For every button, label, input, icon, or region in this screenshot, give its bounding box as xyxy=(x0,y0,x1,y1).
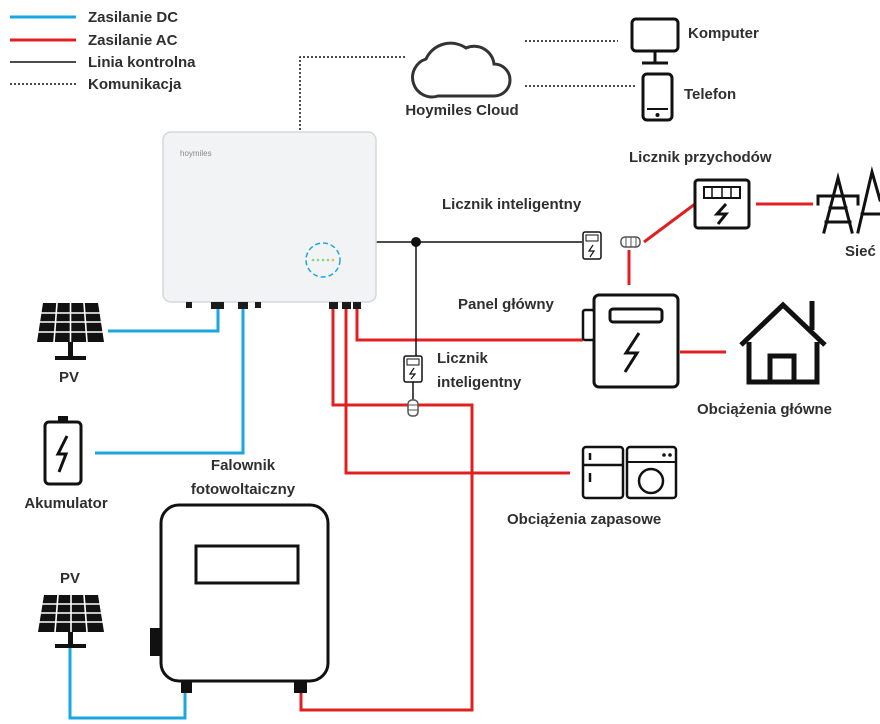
pv-inverter-label-2: fotowoltaiczny xyxy=(191,481,296,498)
pv-top-icon xyxy=(37,302,104,360)
dc-line-pv-bottom xyxy=(68,647,187,720)
smart-meter-mid-label-2: inteligentny xyxy=(437,374,522,391)
computer-icon xyxy=(630,17,680,65)
hybrid-inverter-brand: hoymiles xyxy=(180,149,212,158)
grid-tower-icon xyxy=(816,166,880,234)
revenue-meter-label: Licznik przychodów xyxy=(629,149,772,166)
pv-inverter[interactable] xyxy=(150,503,330,693)
ct-clamp-top-icon xyxy=(620,236,641,248)
legend-dc-label: Zasilanie DC xyxy=(88,9,178,26)
legend-comm-label: Komunikacja xyxy=(88,76,182,93)
junction-dot xyxy=(411,237,421,247)
revenue-meter-icon xyxy=(693,178,751,230)
ac-line-pvinv-to-grid xyxy=(299,305,474,712)
smart-meter-top-label: Licznik inteligentny xyxy=(442,196,582,213)
legend-ac-label: Zasilanie AC xyxy=(88,32,178,49)
ac-lines xyxy=(299,202,813,712)
status-indicator-ring xyxy=(305,242,341,278)
comm-lines xyxy=(299,40,635,130)
pv-inverter-label-1: Falownik xyxy=(211,457,276,474)
hybrid-inverter-connectors xyxy=(186,302,361,309)
control-lines xyxy=(376,241,582,400)
comm-line-hybrid-cloud xyxy=(299,56,405,130)
phone-icon xyxy=(641,72,674,122)
fridge-icon xyxy=(581,445,625,500)
main-loads-label: Obciążenia główne xyxy=(697,401,832,418)
smart-meter-mid-icon xyxy=(403,355,423,383)
pv-bottom-icon xyxy=(38,594,104,648)
legend: Zasilanie DC Zasilanie AC Linia kontroln… xyxy=(10,9,196,93)
ac-line-backup xyxy=(344,305,570,475)
washing-machine-icon xyxy=(625,445,678,500)
smart-meter-top-icon xyxy=(582,231,602,260)
ac-line-hybrid-to-panel xyxy=(355,302,583,342)
legend-control-label: Linia kontrolna xyxy=(88,54,196,71)
cloud-label: Hoymiles Cloud xyxy=(405,102,518,119)
battery-label: Akumulator xyxy=(24,495,108,512)
house-icon xyxy=(739,301,827,385)
dc-line-battery xyxy=(95,305,245,455)
pv-bottom-label: PV xyxy=(60,570,80,587)
dc-line-pv-top xyxy=(108,305,220,333)
main-panel-icon xyxy=(581,293,680,389)
ac-line-smart-to-revenue xyxy=(643,202,696,244)
battery-icon xyxy=(43,416,83,486)
computer-label: Komputer xyxy=(688,25,759,42)
pv-top-label: PV xyxy=(59,369,79,386)
hybrid-inverter[interactable]: hoymiles xyxy=(162,131,377,309)
cloud-icon xyxy=(411,41,512,99)
dc-lines xyxy=(68,305,245,720)
status-leds xyxy=(311,258,335,262)
ct-clamp-mid-icon xyxy=(407,399,419,417)
grid-label: Sieć xyxy=(845,243,876,260)
smart-meter-mid-label-1: Licznik xyxy=(437,350,489,367)
phone-label: Telefon xyxy=(684,86,736,103)
main-panel-label: Panel główny xyxy=(458,296,555,313)
backup-loads-label: Obciążenia zapasowe xyxy=(507,511,661,528)
